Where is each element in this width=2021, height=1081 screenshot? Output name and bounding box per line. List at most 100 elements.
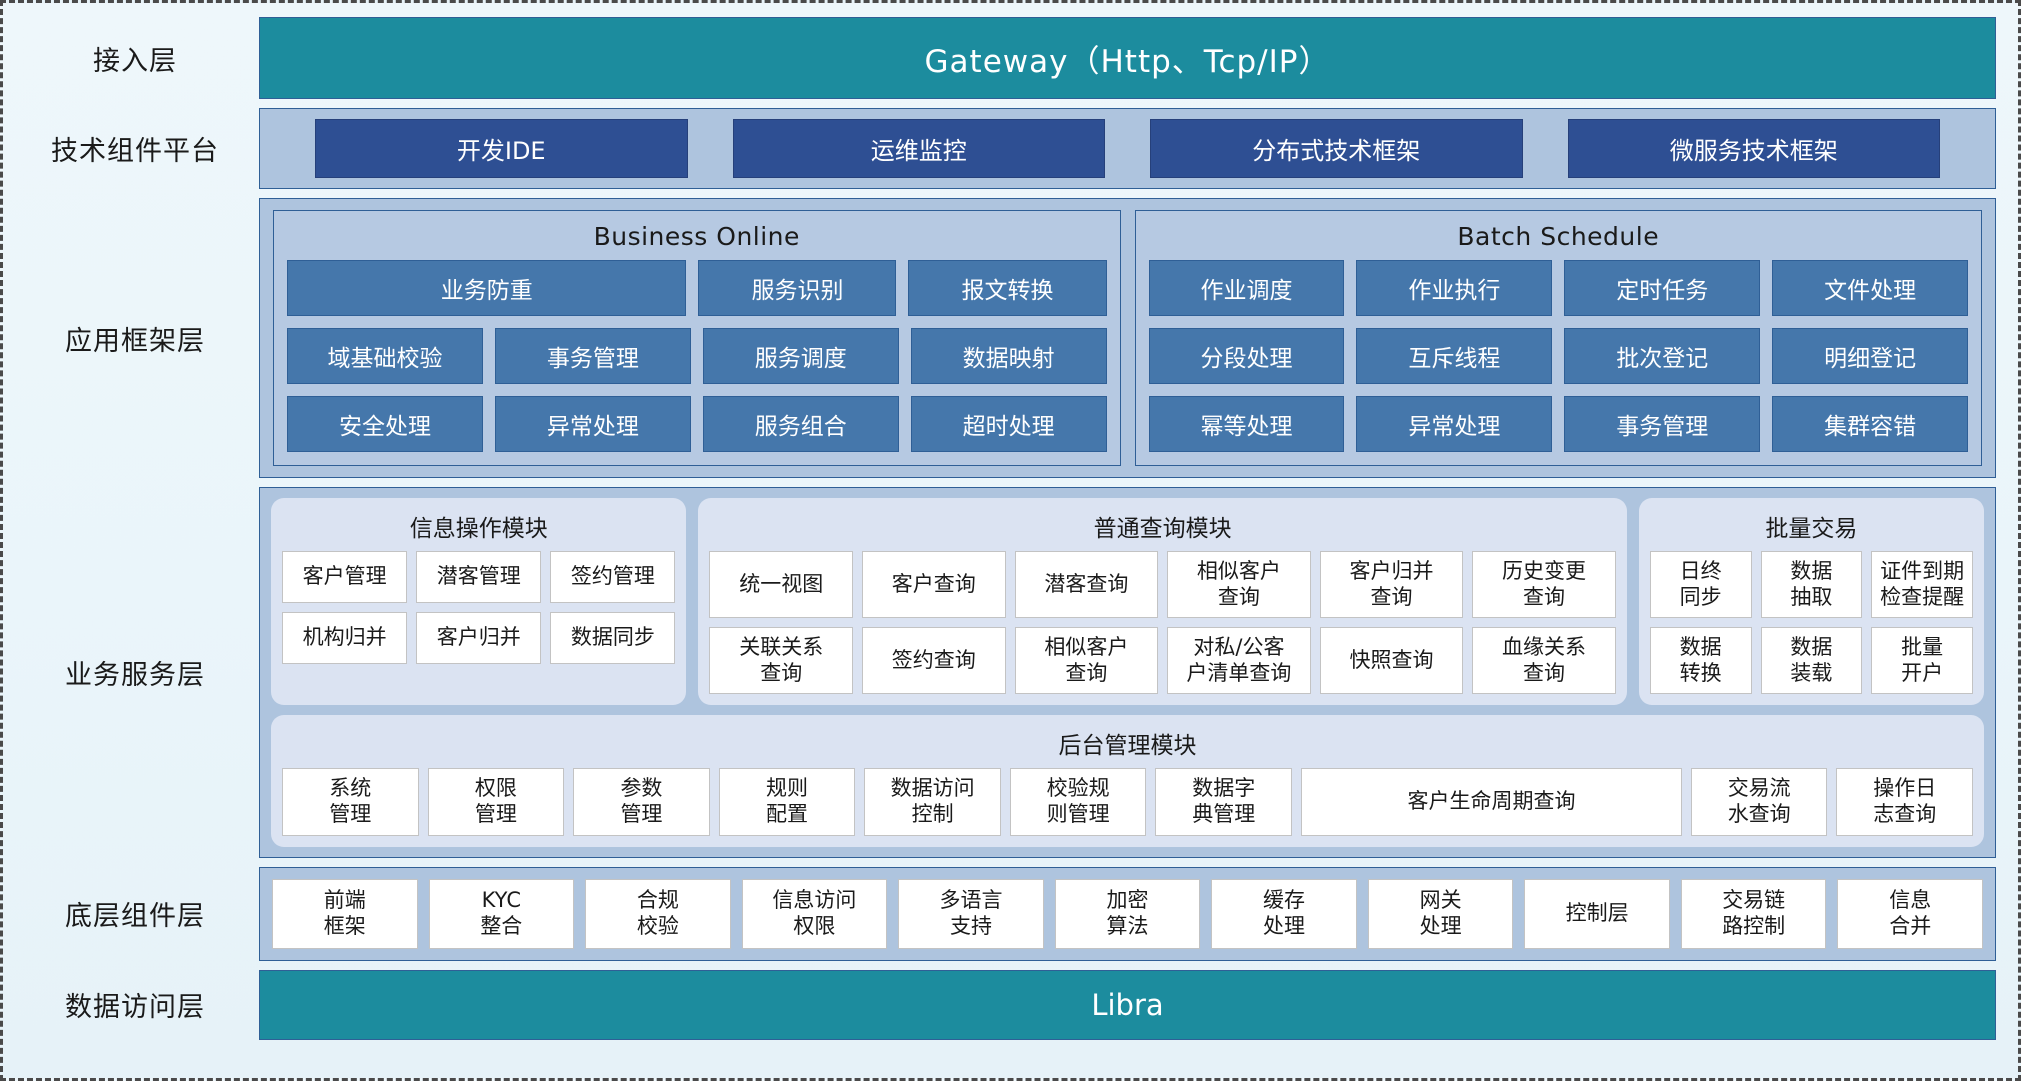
business-item[interactable]: 客户查询 [862,551,1006,619]
backoffice-item[interactable]: 交易流水查询 [1690,768,1828,836]
tech-platform-item-1[interactable]: 开发IDE [315,119,688,178]
business-panel-row: 关联关系查询签约查询相似客户查询对私/公客户清单查询快照查询血缘关系查询 [709,627,1616,695]
business-item[interactable]: 签约查询 [862,627,1006,695]
backoffice-panel-title: 后台管理模块 [1058,733,1197,760]
framework-row: 作业调度作业执行定时任务文件处理 [1148,260,1968,316]
component-item[interactable]: 信息合并 [1837,878,1984,949]
framework-cell[interactable]: 事务管理 [494,328,691,384]
backoffice-item[interactable]: 客户生命周期查询 [1301,768,1682,836]
backoffice-item[interactable]: 规则配置 [718,768,856,836]
business-item[interactable]: 数据抽取 [1760,551,1863,619]
framework-cell[interactable]: 幂等处理 [1148,396,1345,452]
business-panel-1: 信息操作模块客户管理潜客管理签约管理机构归并客户归并数据同步 [271,498,687,706]
business-item[interactable]: 客户管理 [282,551,408,603]
framework-cell[interactable]: 业务防重 [287,260,687,316]
component-item[interactable]: 加密算法 [1054,878,1201,949]
business-item[interactable]: 相似客户查询 [1167,551,1311,619]
data-access-body: Libra [259,969,1996,1040]
layer-row-business-service: 业务服务层 信息操作模块客户管理潜客管理签约管理机构归并客户归并数据同步普通查询… [11,487,1996,858]
framework-cell[interactable]: 作业执行 [1356,260,1553,316]
business-item[interactable]: 血缘关系查询 [1472,627,1616,695]
business-item[interactable]: 机构归并 [282,612,408,664]
framework-cell[interactable]: 数据映射 [910,328,1107,384]
business-item[interactable]: 统一视图 [709,551,854,619]
layer-label-business-service: 业务服务层 [65,659,205,691]
backoffice-item[interactable]: 数据访问控制 [864,768,1001,836]
business-panel-title: 信息操作模块 [409,516,548,542]
component-item[interactable]: 交易链路控制 [1680,878,1827,949]
framework-cell[interactable]: 域基础校验 [287,328,483,384]
business-panel-row: 数据转换数据装载批量开户 [1649,627,1973,695]
framework-cell[interactable]: 异常处理 [494,396,691,452]
framework-grid: 业务防重服务识别报文转换域基础校验事务管理服务调度数据映射安全处理异常处理服务组… [287,260,1107,452]
framework-row: 分段处理互斥线程批次登记明细登记 [1148,328,1968,384]
component-item[interactable]: 网关处理 [1367,878,1514,949]
business-item[interactable]: 批量开户 [1871,627,1973,695]
business-item[interactable]: 数据转换 [1649,627,1752,695]
business-item[interactable]: 日终同步 [1649,551,1752,619]
framework-cell[interactable]: 异常处理 [1356,396,1553,452]
business-item[interactable]: 关联关系查询 [709,627,854,695]
framework-cell[interactable]: 分段处理 [1148,328,1345,384]
framework-cell[interactable]: 明细登记 [1772,328,1968,384]
business-item[interactable]: 相似客户查询 [1014,627,1159,695]
business-item[interactable]: 对私/公客户清单查询 [1167,627,1311,695]
framework-cell[interactable]: 文件处理 [1772,260,1968,316]
framework-cell[interactable]: 作业调度 [1148,260,1345,316]
business-item[interactable]: 客户归并 [416,612,542,664]
tech-platform-item-2[interactable]: 运维监控 [732,119,1105,178]
framework-cell[interactable]: 定时任务 [1564,260,1761,316]
tech-platform-item-3[interactable]: 分布式技术框架 [1150,119,1523,178]
business-panel-row: 机构归并客户归并数据同步 [282,612,676,664]
business-item[interactable]: 客户归并查询 [1319,551,1464,619]
business-service-body: 信息操作模块客户管理潜客管理签约管理机构归并客户归并数据同步普通查询模块统一视图… [259,487,1996,858]
component-item[interactable]: 缓存处理 [1211,878,1357,949]
backoffice-item[interactable]: 操作日志查询 [1836,768,1974,836]
libra-bar[interactable]: Libra [259,969,1996,1040]
layer-label-access: 接入层 [93,45,177,77]
business-panel-3: 批量交易日终同步数据抽取证件到期检查提醒数据转换数据装载批量开户 [1638,498,1984,706]
framework-cell[interactable]: 服务调度 [702,328,899,384]
framework-cell[interactable]: 互斥线程 [1356,328,1553,384]
framework-cell[interactable]: 超时处理 [910,396,1107,452]
framework-cell[interactable]: 服务识别 [698,260,897,316]
framework-cell[interactable]: 安全处理 [287,396,483,452]
business-panel-grid: 客户管理潜客管理签约管理机构归并客户归并数据同步 [282,551,676,664]
business-item[interactable]: 历史变更查询 [1472,551,1616,619]
framework-cell[interactable]: 集群容错 [1772,396,1968,452]
framework-cell[interactable]: 事务管理 [1564,396,1761,452]
framework-cell[interactable]: 报文转换 [908,260,1107,316]
component-item[interactable]: 多语言支持 [898,878,1044,949]
business-item[interactable]: 数据装载 [1760,627,1863,695]
backoffice-item[interactable]: 权限管理 [427,768,565,836]
layer-label-data-access: 数据访问层 [65,992,205,1024]
component-item[interactable]: 前端框架 [272,878,418,949]
business-item[interactable]: 快照查询 [1319,627,1464,695]
framework-cell[interactable]: 批次登记 [1564,328,1761,384]
business-item[interactable]: 签约管理 [550,551,676,603]
backoffice-item[interactable]: 参数管理 [573,768,710,836]
framework-grid: 作业调度作业执行定时任务文件处理分段处理互斥线程批次登记明细登记幂等处理异常处理… [1148,260,1968,452]
business-panel-row: 客户管理潜客管理签约管理 [282,551,676,603]
tech-platform-item-4[interactable]: 微服务技术框架 [1567,119,1940,178]
framework-cell[interactable]: 服务组合 [702,396,899,452]
backoffice-item[interactable]: 系统管理 [282,768,419,836]
component-item[interactable]: 合规校验 [585,878,731,949]
component-item[interactable]: 控制层 [1524,878,1670,949]
backoffice-item[interactable]: 校验规则管理 [1009,768,1147,836]
business-item[interactable]: 潜客查询 [1014,551,1159,619]
backoffice-item[interactable]: 数据字典管理 [1155,768,1293,836]
business-item[interactable]: 数据同步 [550,612,676,664]
business-bottom-row: 后台管理模块系统管理权限管理参数管理规则配置数据访问控制校验规则管理数据字典管理… [271,715,1984,847]
framework-group-title: Batch Schedule [1457,222,1660,251]
business-item[interactable]: 证件到期检查提醒 [1871,551,1973,619]
gateway-bar[interactable]: Gateway（Http、Tcp/IP） [259,17,1996,99]
component-item[interactable]: 信息访问权限 [741,878,888,949]
business-item[interactable]: 潜客管理 [416,551,542,603]
